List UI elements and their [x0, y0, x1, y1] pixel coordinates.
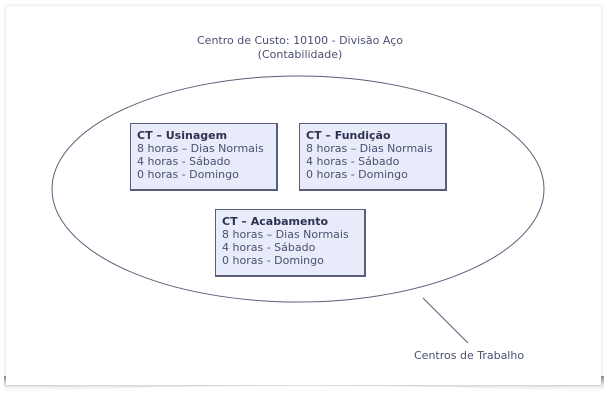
work-center-hours-sunday: 0 horas - Domingo [137, 168, 239, 181]
work-center-fundicao: CT – Fundição 8 horas – Dias Normais 4 h… [299, 123, 447, 191]
cost-center-title-line2: (Contabilidade) [257, 48, 343, 61]
work-center-usinagem: CT – Usinagem 8 horas – Dias Normais 4 h… [130, 123, 278, 191]
callout-line [422, 297, 469, 344]
work-center-hours-saturday: 4 horas - Sábado [222, 241, 316, 254]
work-center-name: CT – Fundição [306, 129, 391, 142]
work-center-hours-saturday: 4 horas - Sábado [306, 155, 400, 168]
work-center-hours-weekday: 8 horas – Dias Normais [306, 142, 433, 155]
work-center-hours-sunday: 0 horas - Domingo [306, 168, 408, 181]
work-center-hours-sunday: 0 horas - Domingo [222, 254, 324, 267]
cost-center-title: Centro de Custo: 10100 - Divisão Aço (Co… [150, 34, 450, 62]
cost-center-ellipse [51, 75, 545, 303]
work-center-name: CT – Usinagem [137, 129, 228, 142]
work-center-hours-saturday: 4 horas - Sábado [137, 155, 231, 168]
diagram-page [6, 6, 601, 385]
work-center-name: CT – Acabamento [222, 215, 329, 228]
work-center-acabamento: CT – Acabamento 8 horas – Dias Normais 4… [215, 209, 366, 277]
work-center-hours-weekday: 8 horas – Dias Normais [222, 228, 349, 241]
cost-center-title-line1: Centro de Custo: 10100 - Divisão Aço [197, 34, 403, 47]
work-centers-callout-label: Centros de Trabalho [414, 349, 525, 362]
work-center-hours-weekday: 8 horas – Dias Normais [137, 142, 264, 155]
